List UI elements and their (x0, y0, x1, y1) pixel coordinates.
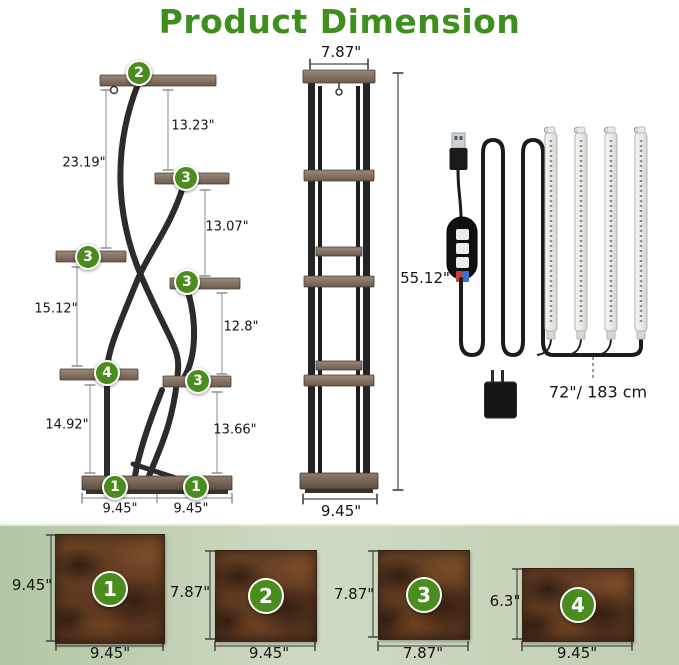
base-badge-1b: 1 (183, 474, 209, 500)
dim-label-front-top-width: 7.87" (320, 43, 362, 61)
cable-length-label: 72"/ 183 cm (548, 382, 648, 402)
power-cable (459, 137, 643, 358)
panel-3-width-label: 7.87" (402, 644, 444, 662)
panel-dimension-lines (46, 534, 633, 651)
front-view-figure (299, 58, 404, 505)
front-left-post (308, 73, 315, 477)
led-grow-light-bars (543, 126, 648, 340)
dim-label-15-12: 15.12" (34, 301, 78, 317)
panel-2-width-label: 9.45" (248, 644, 290, 662)
hanging-hook (109, 85, 119, 95)
page-title: Product Dimension (158, 2, 521, 41)
panel-4-height-label: 6.3" (489, 592, 521, 610)
light-controller (446, 216, 478, 282)
controller-button (456, 243, 469, 254)
front-base-shadow (305, 489, 373, 493)
led-grow-light-bar (543, 126, 558, 340)
accessories-figure (446, 126, 648, 419)
dim-label-front-base: 9.45" (320, 502, 362, 520)
shelf-badge-3d: 3 (185, 368, 211, 394)
panel-3-height-label: 7.87" (333, 585, 375, 603)
wall-power-adapter (484, 370, 517, 419)
panel-4-badge: 4 (560, 587, 596, 623)
wood-panel-2: 2 (215, 550, 317, 642)
panel-2-height-label: 7.87" (169, 583, 211, 601)
dim-label-13-23: 13.23" (171, 118, 215, 134)
base-badge-1a: 1 (102, 474, 128, 500)
usb-plug (449, 132, 468, 170)
front-view-base (299, 472, 379, 490)
front-right-post (363, 73, 370, 477)
dim-label-front-height: 55.12" (400, 269, 450, 287)
side-view-base-shadow (86, 490, 228, 494)
panel-1-badge: 1 (92, 571, 128, 607)
dim-label-13-66: 13.66" (213, 422, 257, 438)
dim-label-23-19: 23.19" (62, 155, 106, 171)
panel-2-badge: 2 (248, 578, 284, 614)
led-bar-wires (536, 337, 612, 356)
controller-button (456, 257, 469, 268)
led-grow-light-bar (603, 126, 618, 340)
front-hook (335, 88, 343, 96)
shelf-badge-4: 4 (94, 360, 120, 386)
dim-label-base-right: 9.45" (173, 501, 209, 517)
panel-3-badge: 3 (406, 577, 442, 613)
panel-4-width-label: 9.45" (556, 644, 598, 662)
shelf-badge-3c: 3 (174, 269, 200, 295)
wood-panel-1: 1 (55, 534, 165, 644)
shelf-badge-3b: 3 (75, 244, 101, 270)
side-view-figure (55, 74, 241, 504)
wood-panel-3: 3 (378, 550, 470, 640)
dim-label-14-92: 14.92" (45, 417, 89, 433)
wood-panel-4: 4 (522, 568, 634, 642)
dim-label-base-left: 9.45" (102, 501, 138, 517)
panel-1-width-label: 9.45" (89, 644, 131, 662)
shelf-badge-2: 2 (126, 60, 152, 86)
controller-color-button (462, 271, 469, 282)
curved-tubes (104, 81, 197, 485)
controller-button (456, 229, 469, 240)
led-grow-light-bar (573, 126, 588, 340)
shelf-badge-3a: 3 (173, 165, 199, 191)
dim-label-12-8: 12.8" (223, 319, 259, 335)
panel-1-height-label: 9.45" (11, 576, 53, 594)
dim-label-13-07: 13.07" (205, 219, 249, 235)
led-grow-light-bar (633, 126, 648, 340)
